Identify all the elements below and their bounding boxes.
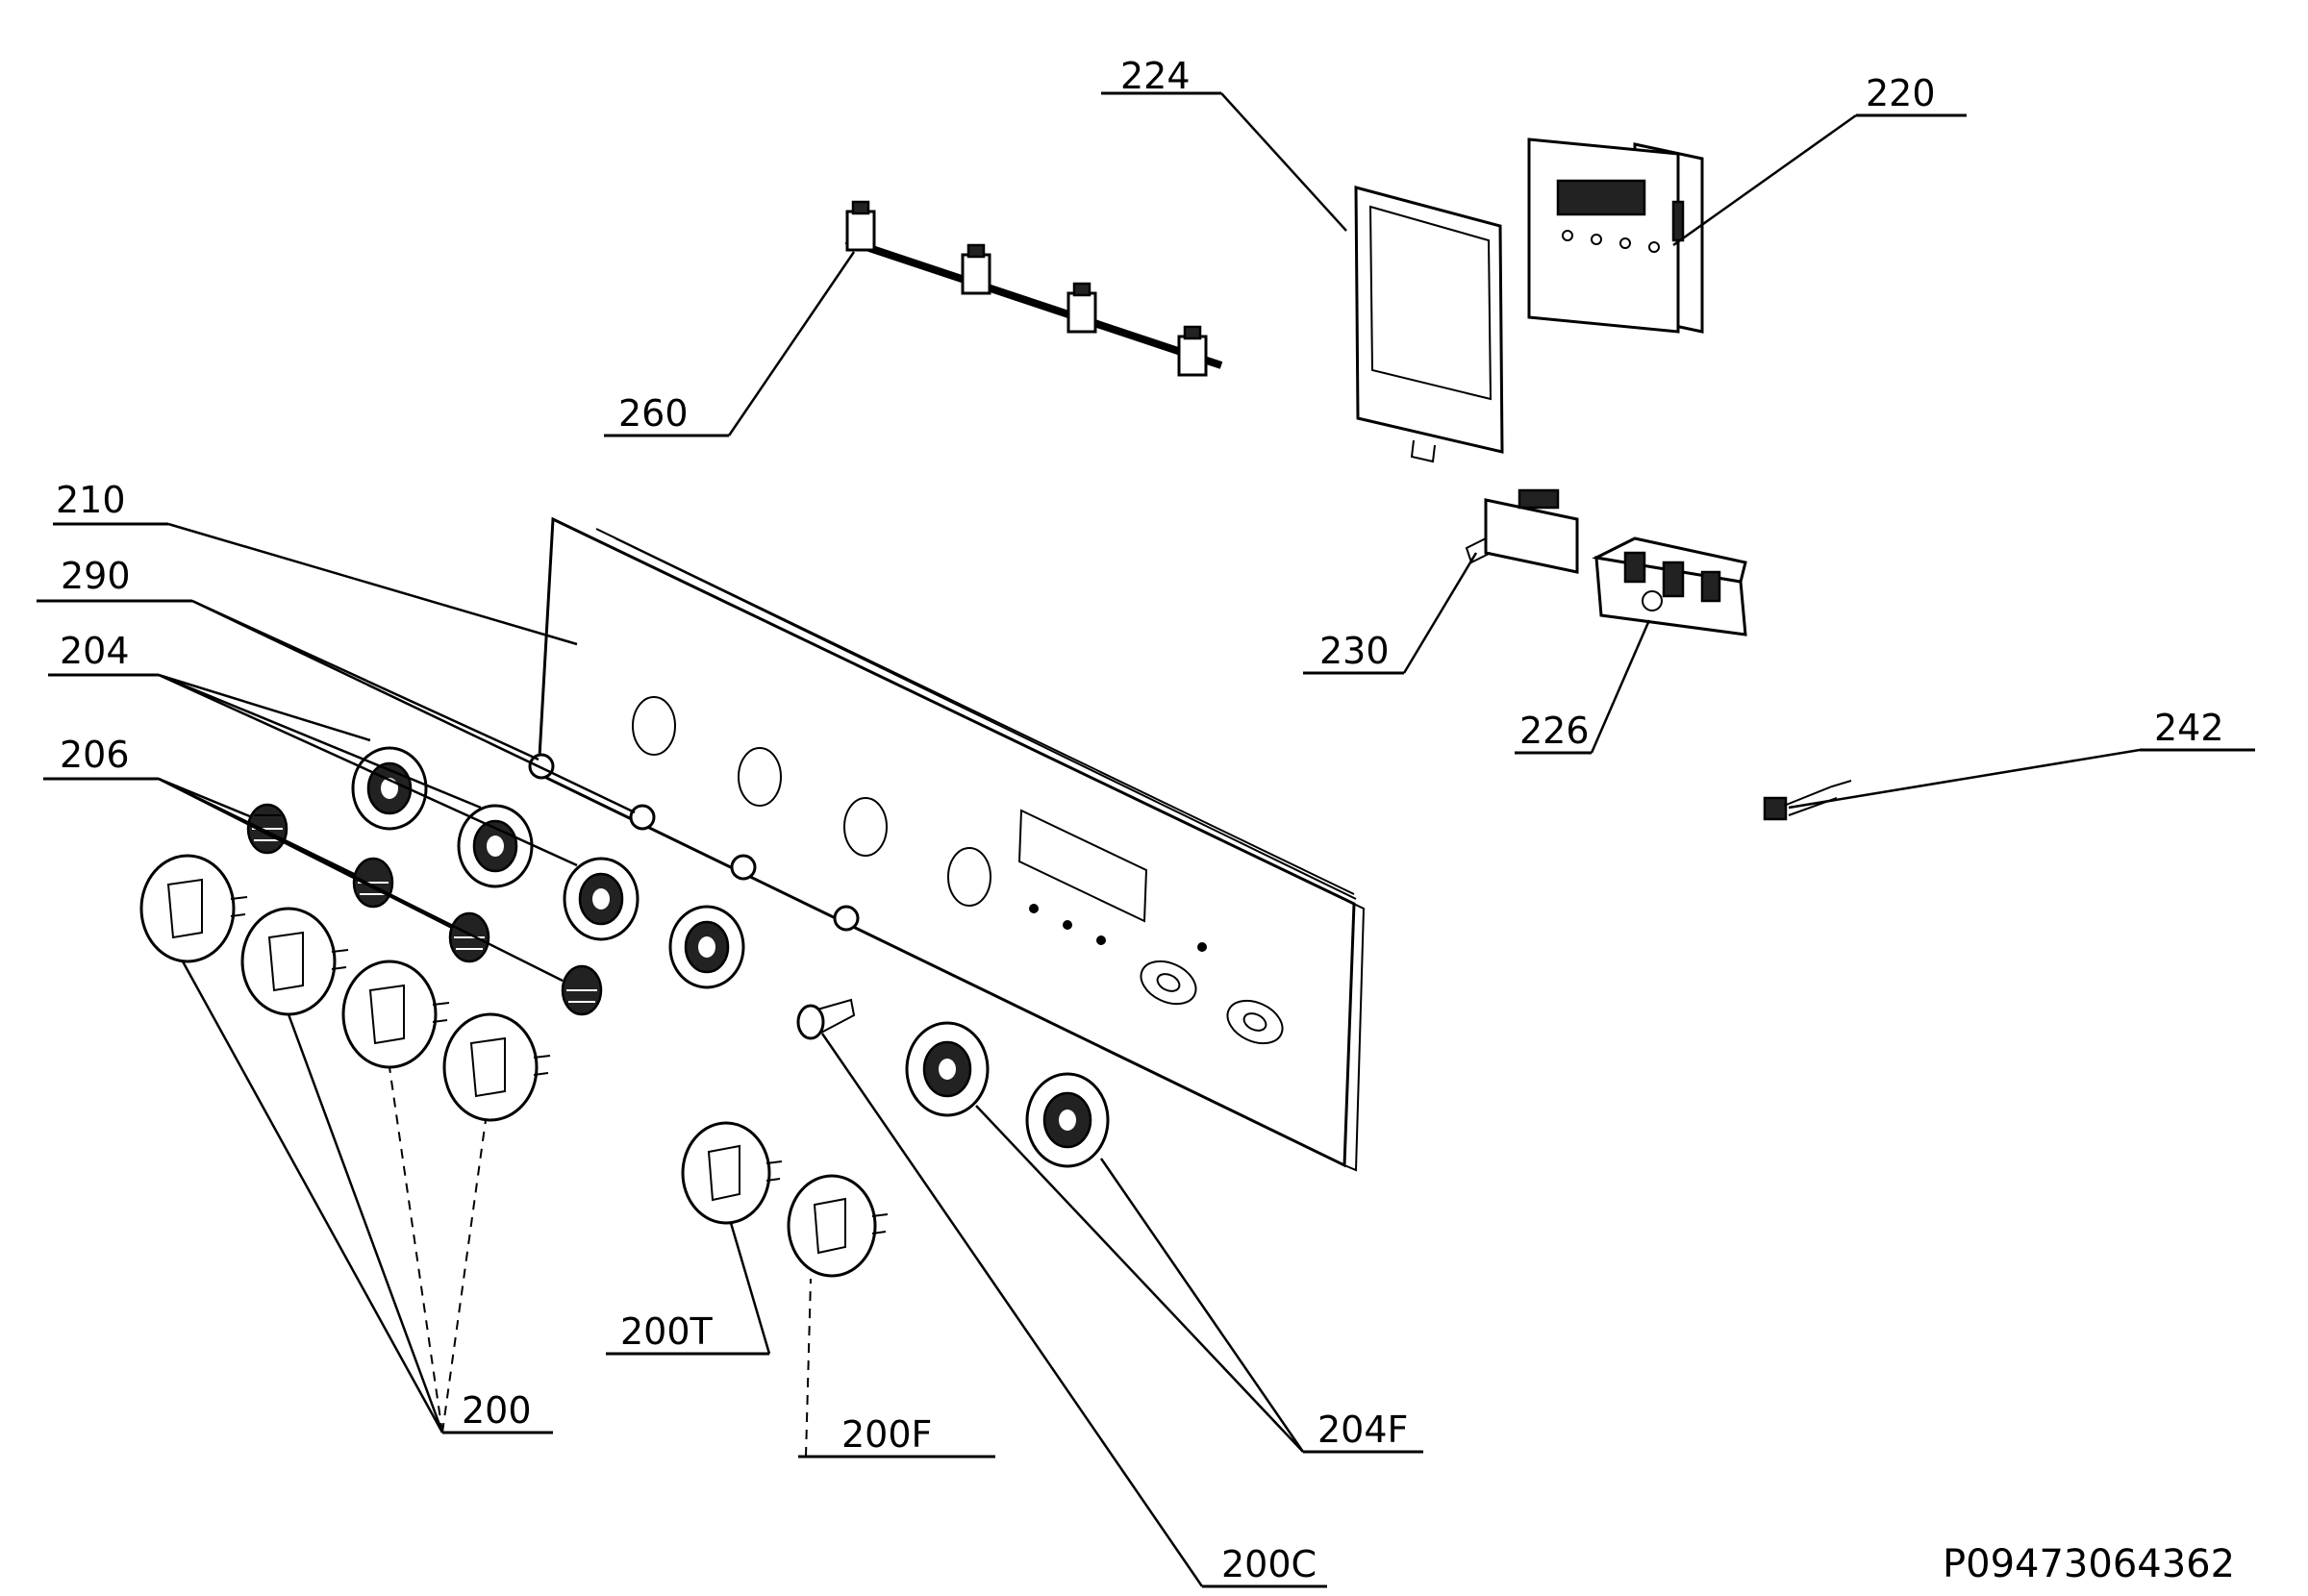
knob-200F: [787, 1174, 889, 1278]
leader-lines: [37, 91, 2255, 1588]
label-290: 290: [61, 555, 131, 597]
label-230: 230: [1319, 630, 1390, 672]
label-224: 224: [1120, 55, 1191, 97]
label-204F: 204F: [1317, 1409, 1408, 1451]
label-206: 206: [60, 734, 130, 776]
frame-224: [1354, 186, 1504, 463]
label-204: 204: [60, 630, 130, 672]
pin-200C: [796, 998, 856, 1040]
label-220: 220: [1866, 72, 1936, 114]
switch-bar-260: [844, 200, 1223, 377]
selector-230: [1465, 488, 1579, 574]
label-200F: 200F: [841, 1413, 932, 1456]
label-200C: 200C: [1221, 1543, 1317, 1585]
label-242: 242: [2154, 707, 2224, 749]
diagram-code: P09473064362: [1943, 1542, 2235, 1586]
label-200: 200: [462, 1389, 532, 1432]
knobs-200: [139, 854, 551, 1122]
label-200T: 200T: [620, 1310, 714, 1353]
bezels-204: [351, 746, 745, 989]
bezels-204F: [905, 1021, 1110, 1168]
control-panel-210: [537, 516, 1366, 1172]
label-226: 226: [1519, 710, 1590, 752]
washers-290: [528, 753, 860, 932]
label-210: 210: [56, 479, 126, 521]
knob-200T: [681, 1121, 783, 1225]
probe-242: [1763, 780, 1852, 821]
label-260: 260: [618, 392, 689, 435]
springs-206: [246, 803, 603, 1016]
thermostat-226: [1592, 536, 1747, 636]
timer-220: [1527, 137, 1704, 334]
